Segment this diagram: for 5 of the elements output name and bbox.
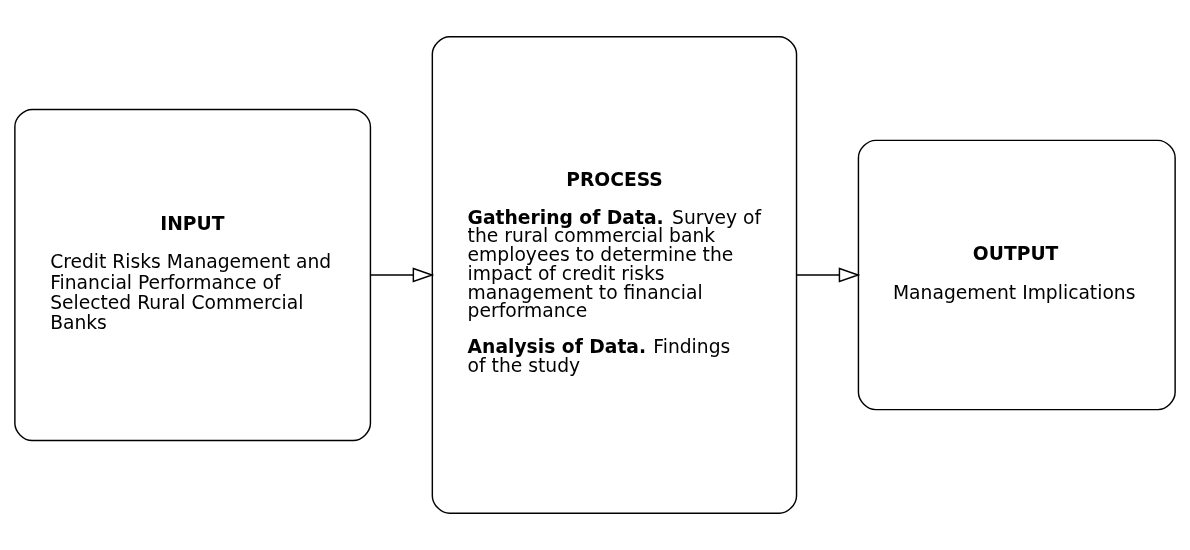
node-box: PROCESS Gathering of Data. Survey of the rural commercial bank employees to determine the impact of credit risks management to financial performance Analysis of Data. Findings of the study <box>431 36 798 514</box>
arrow <box>796 267 861 283</box>
arrow <box>369 267 435 283</box>
node-box: INPUT Credit Risks Management and Financial Performance of Selected Rural Commercial Banks <box>14 108 372 442</box>
node-box: OUTPUT Management Implications <box>857 139 1176 411</box>
